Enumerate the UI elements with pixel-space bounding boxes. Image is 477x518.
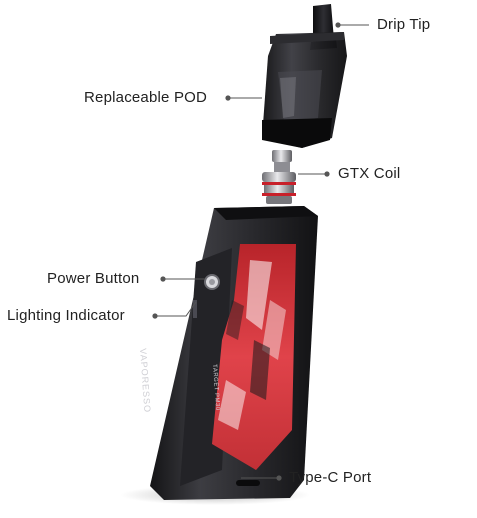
power-button-label: Power Button — [47, 270, 140, 287]
pod-part — [262, 32, 347, 148]
gtx-coil-label: GTX Coil — [338, 165, 401, 182]
device-body-part — [150, 206, 318, 500]
leader-lines — [152, 22, 369, 481]
type-c-port-label: Type-C Port — [289, 469, 372, 486]
drip-tip-label: Drip Tip — [377, 16, 431, 33]
replaceable-pod-label: Replaceable POD — [84, 89, 208, 106]
gtx-coil-part — [262, 150, 296, 204]
lighting-indicator-label: Lighting Indicator — [7, 307, 125, 324]
